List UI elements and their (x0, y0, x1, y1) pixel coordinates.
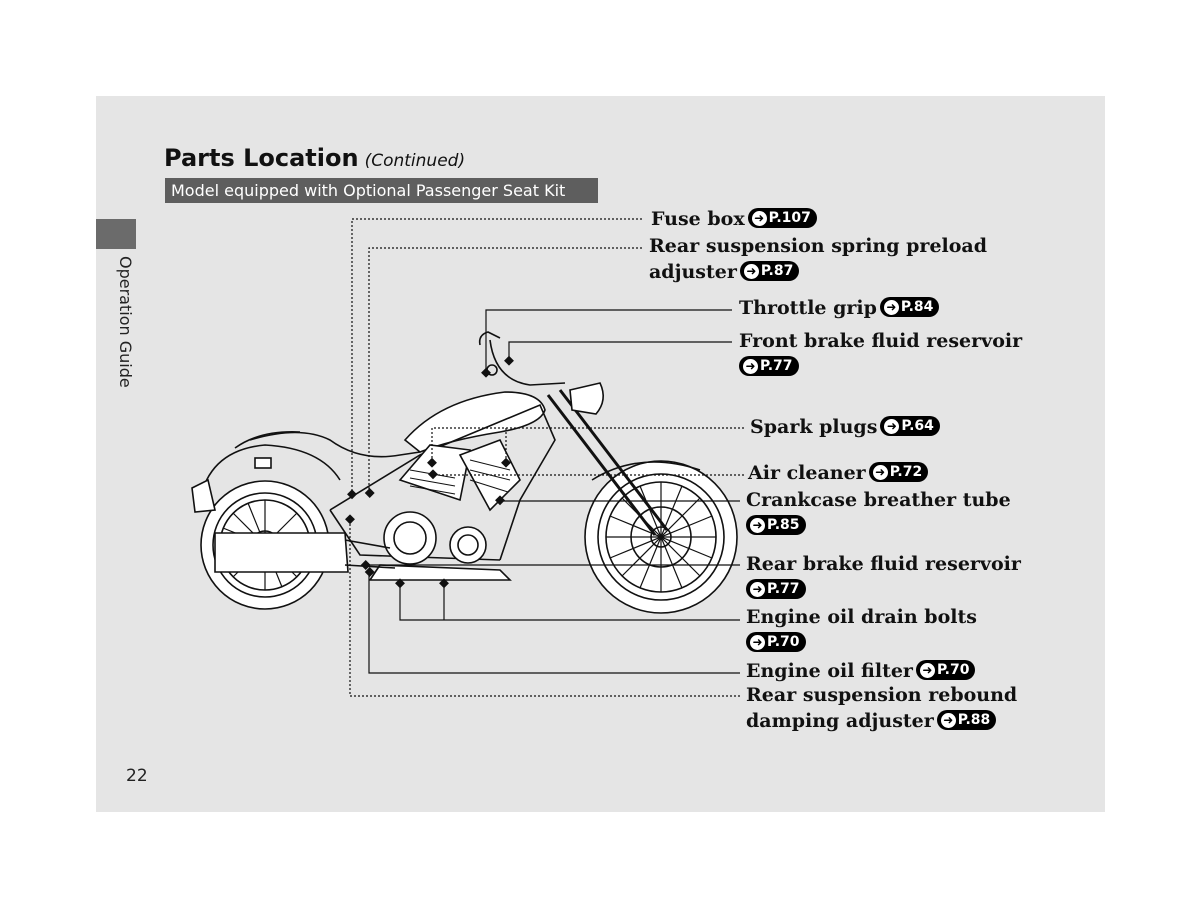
title-continued: (Continued) (364, 151, 466, 171)
arrow-right-icon: ➜ (750, 581, 765, 597)
callout-label: Engine oil filter (746, 660, 913, 682)
page-ref-link[interactable]: ➜P.64 (880, 416, 940, 436)
page-ref-text: P.84 (900, 299, 934, 315)
manual-page (96, 96, 1105, 812)
callout-fuse-box: Fuse box➜P.107 (651, 206, 817, 232)
motorcycle-drawing (191, 331, 738, 614)
arrow-right-icon: ➜ (883, 299, 899, 315)
page-ref-text: P.70 (936, 662, 970, 678)
arrow-right-icon: ➜ (743, 263, 759, 279)
page-ref-link[interactable]: ➜P.107 (747, 208, 817, 228)
callout-label: Air cleaner (748, 462, 866, 484)
title-main: Parts Location (164, 144, 359, 172)
leader-lines (349, 218, 744, 697)
page-ref-text: P.64 (901, 418, 934, 434)
page-ref-link[interactable]: ➜P.70 (746, 632, 806, 652)
page-ref-link[interactable]: ➜P.70 (915, 660, 976, 680)
arrow-right-icon: ➜ (884, 418, 900, 434)
page-ref-text: P.77 (760, 358, 793, 374)
callout-crankcase-breather: Crankcase breather tube ➜P.85 (746, 487, 1011, 539)
page-ref-link[interactable]: ➜P.84 (879, 297, 940, 317)
callout-label: Rear brake fluid reservoir (746, 553, 1021, 575)
arrow-right-icon: ➜ (940, 712, 956, 728)
callout-air-cleaner: Air cleaner➜P.72 (748, 460, 929, 486)
callout-engine-oil-filter: Engine oil filter➜P.70 (746, 658, 976, 684)
callout-label: Spark plugs (750, 416, 878, 438)
model-note-bar: Model equipped with Optional Passenger S… (165, 178, 598, 203)
arrow-right-icon: ➜ (750, 517, 765, 533)
page-ref-link[interactable]: ➜P.77 (739, 356, 799, 376)
page-ref-text: P.107 (768, 210, 811, 226)
page-ref-text: P.72 (889, 464, 923, 480)
callout-label: Fuse box (651, 208, 745, 230)
leader-markers (345, 355, 514, 589)
callout-spark-plugs: Spark plugs➜P.64 (750, 414, 940, 440)
callout-label: Throttle grip (739, 297, 877, 319)
page-ref-text: P.77 (767, 581, 800, 597)
callout-rear-suspension-rebound: Rear suspension rebound damping adjuster… (746, 682, 1017, 734)
page-ref-link[interactable]: ➜P.88 (936, 710, 997, 730)
callout-rear-suspension-preload: Rear suspension spring preload adjuster➜… (649, 233, 987, 285)
callout-label: Crankcase breather tube (746, 489, 1011, 511)
page-ref-link[interactable]: ➜P.77 (746, 579, 806, 599)
callout-label: Rear suspension rebound (746, 684, 1018, 706)
callout-label: Engine oil drain bolts (746, 606, 977, 628)
callout-label: Rear suspension spring preload (649, 235, 988, 257)
callout-throttle-grip: Throttle grip➜P.84 (739, 295, 940, 321)
page-ref-link[interactable]: ➜P.85 (746, 515, 806, 535)
page-ref-text: P.70 (767, 634, 800, 650)
callout-label-line2: adjuster (649, 261, 737, 283)
arrow-right-icon: ➜ (743, 358, 758, 374)
callout-rear-brake-fluid: Rear brake fluid reservoir ➜P.77 (746, 551, 1021, 603)
page-ref-link[interactable]: ➜P.87 (739, 261, 800, 281)
callout-label-line2: damping adjuster (746, 710, 934, 732)
callout-front-brake-fluid: Front brake fluid reservoir ➜P.77 (739, 328, 1022, 380)
arrow-right-icon: ➜ (872, 464, 888, 480)
page-number: 22 (126, 766, 148, 786)
page-title: Parts Location(Continued) (164, 144, 465, 172)
page-ref-text: P.87 (760, 263, 794, 279)
section-tab-marker (96, 219, 136, 249)
page-ref-text: P.88 (957, 712, 991, 728)
page-ref-text: P.85 (767, 517, 800, 533)
page-ref-link[interactable]: ➜P.72 (868, 462, 929, 482)
arrow-right-icon: ➜ (919, 662, 935, 678)
arrow-right-icon: ➜ (750, 634, 765, 650)
callout-engine-oil-drain: Engine oil drain bolts ➜P.70 (746, 604, 977, 656)
callout-label: Front brake fluid reservoir (739, 330, 1023, 352)
arrow-right-icon: ➜ (751, 210, 767, 226)
